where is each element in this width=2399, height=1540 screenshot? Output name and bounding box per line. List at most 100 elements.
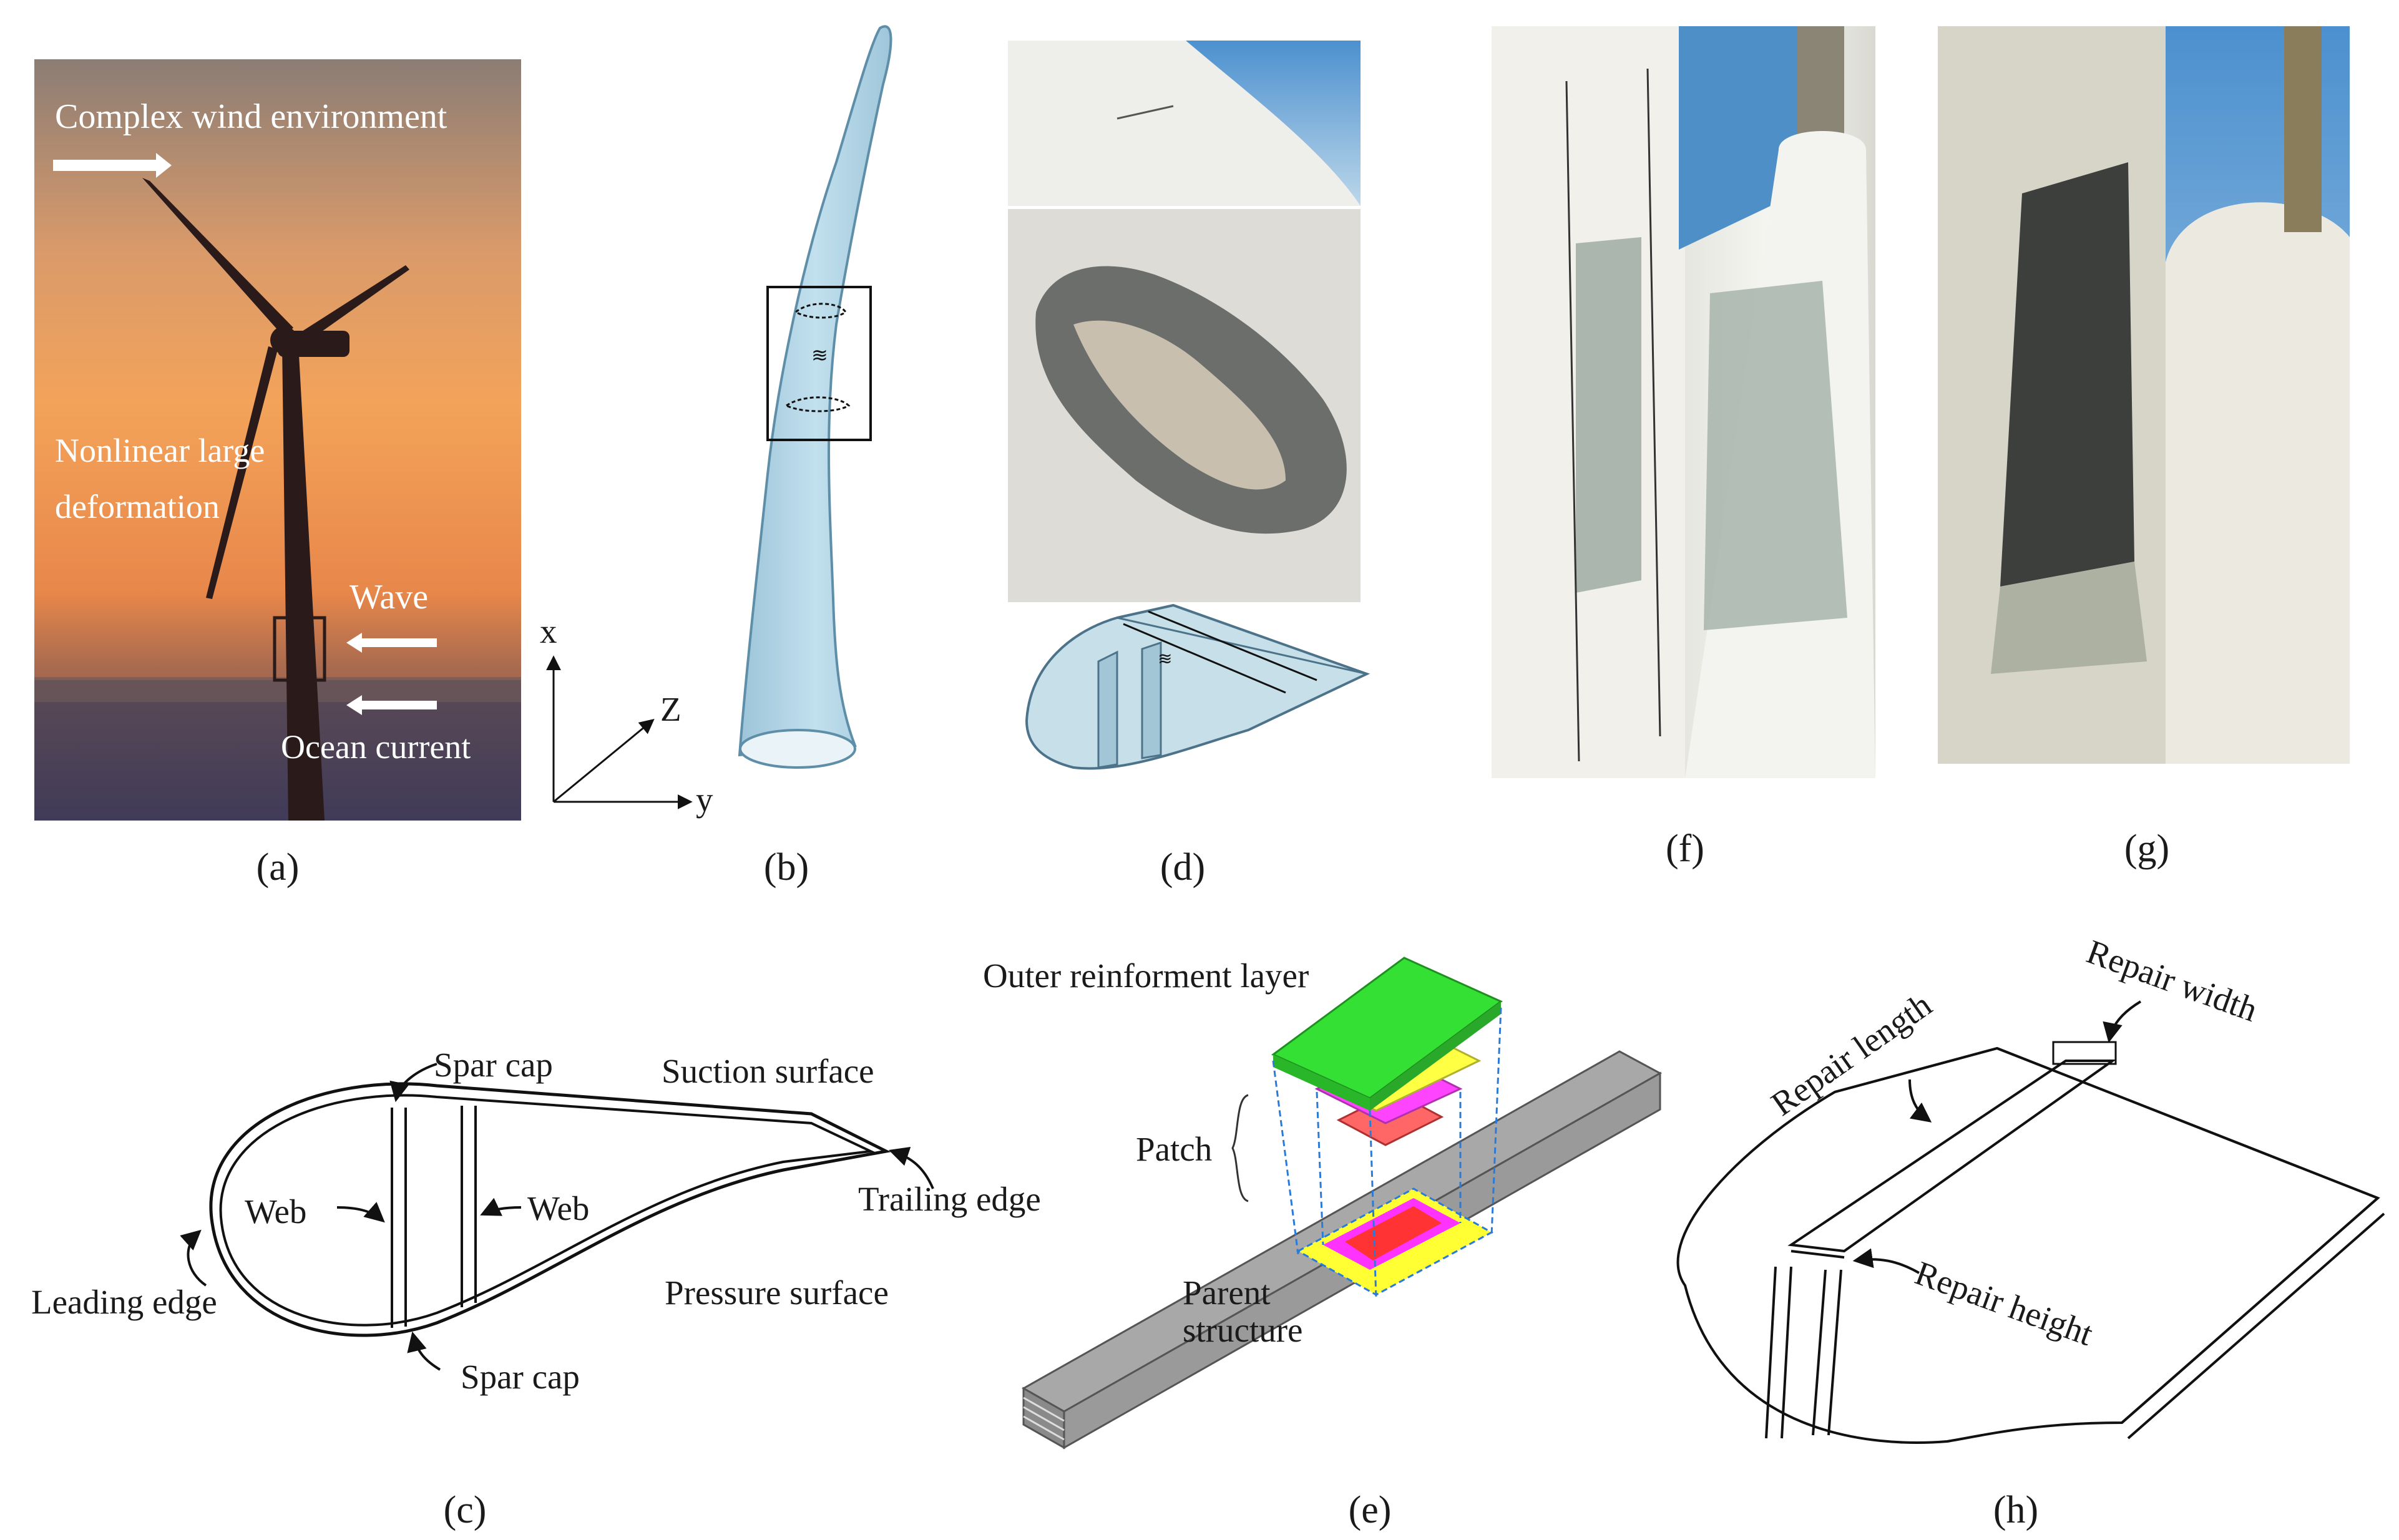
crack-line xyxy=(1116,105,1174,120)
outer-layer-side xyxy=(1273,1055,1370,1111)
label-wind: Complex wind environment xyxy=(55,97,447,136)
cutout-red xyxy=(1345,1206,1442,1260)
repair-region xyxy=(1787,1060,2117,1253)
caption-b: (b) xyxy=(764,846,809,889)
label-web-left: Web xyxy=(245,1192,306,1231)
wave-arrow-head xyxy=(346,633,362,653)
label-nonlinear-1: Nonlinear large xyxy=(55,432,265,469)
panel-d: ≋ (d) xyxy=(1008,41,1371,889)
patch-brace xyxy=(1231,1094,1249,1202)
tower-section xyxy=(1797,26,1844,151)
wind-arrow-head xyxy=(156,153,172,178)
current-arrow-head xyxy=(346,695,362,715)
section-web-2 xyxy=(1141,641,1162,759)
repair-width-box xyxy=(2052,1041,2117,1065)
caption-f: (f) xyxy=(1666,827,1704,870)
blade-trailing xyxy=(2121,1197,2379,1424)
label-nonlinear-2: deformation xyxy=(55,488,220,525)
arrow-trailing-edge xyxy=(888,1146,934,1189)
guide-line-2 xyxy=(1646,68,1661,737)
arrow-web-left xyxy=(336,1202,385,1223)
repair-base xyxy=(1791,1250,1845,1259)
sea xyxy=(34,680,521,821)
panel-a: Complex wind environment Nonlinear large… xyxy=(34,59,521,889)
panel-b: ≋ x Z y (b) xyxy=(540,25,892,889)
tower-g xyxy=(2284,26,2322,232)
axis-x-label: x xyxy=(540,612,557,650)
damage-core xyxy=(1073,320,1286,490)
label-parent-2: structure xyxy=(1183,1311,1302,1349)
zoom-box xyxy=(766,286,872,441)
web-h-1 xyxy=(1765,1266,1777,1439)
web-h-4 xyxy=(1827,1269,1842,1436)
section-upper xyxy=(794,303,848,319)
proj-line-1 xyxy=(1272,1060,1299,1255)
airfoil-outer xyxy=(209,1082,891,1337)
blade-right xyxy=(288,265,409,349)
label-trailing-edge: Trailing edge xyxy=(858,1180,1041,1218)
caption-h: (h) xyxy=(1993,1489,2038,1531)
airfoil-inner xyxy=(219,1094,876,1327)
caption-c: (c) xyxy=(444,1489,487,1531)
panel-h: Repair width Repair length Repair height… xyxy=(1676,932,2385,1531)
blade-upper-left xyxy=(142,178,293,337)
repair-patch-dark xyxy=(2000,162,2134,587)
blade-lower xyxy=(206,346,278,599)
label-repair-length: Repair length xyxy=(1764,985,1938,1123)
ply-line-1 xyxy=(1023,1396,1065,1422)
turbine-tower xyxy=(282,343,325,821)
axis-z-label: Z xyxy=(660,690,682,728)
repair-patch-resin xyxy=(1991,562,2147,674)
label-web-right: Web xyxy=(527,1189,589,1227)
panel-g: (g) xyxy=(1938,26,2350,870)
caption-a: (a) xyxy=(257,846,300,889)
panel-f: (f) xyxy=(1492,26,1875,870)
web-h-2 xyxy=(1781,1266,1792,1439)
blade-far-edge xyxy=(1996,1047,2378,1199)
section-web-1 xyxy=(1097,650,1118,769)
section-lower xyxy=(784,396,851,412)
label-spar-cap-bottom: Spar cap xyxy=(461,1358,580,1396)
label-spar-cap-top: Spar cap xyxy=(434,1046,553,1084)
label-patch: Patch xyxy=(1136,1130,1212,1168)
ply-line-2 xyxy=(1023,1406,1065,1431)
hub xyxy=(270,326,298,354)
arrow-repair-width xyxy=(2103,1000,2142,1043)
guide-line-1 xyxy=(1565,80,1580,762)
repair-line-2 xyxy=(1123,623,1286,694)
patch-right xyxy=(1704,281,1847,630)
blade-model xyxy=(738,25,892,757)
arrow-spar-top xyxy=(389,1063,437,1103)
proj-line-3 xyxy=(1490,1007,1502,1236)
axis-z-line xyxy=(553,718,655,803)
arrow-web-right xyxy=(480,1197,522,1216)
proj-line-2 xyxy=(1369,1110,1377,1299)
panel-c: Spar cap Suction surface Web Web Trailin… xyxy=(31,1046,1041,1531)
blade-tip-surface xyxy=(1008,41,1361,206)
label-parent-1: Parent xyxy=(1183,1274,1271,1312)
turbine-platform xyxy=(273,616,326,682)
arrow-leading-edge xyxy=(180,1229,207,1287)
label-suction-surface: Suction surface xyxy=(662,1052,874,1090)
damage-icon: ≋ xyxy=(811,343,828,367)
arrow-repair-length xyxy=(1908,1079,1932,1123)
panel-e: Outer reinforment layer Patch Parent str… xyxy=(983,957,1663,1531)
blade-top-edge xyxy=(1834,1047,1998,1093)
damage-icon-section: ≋ xyxy=(1158,648,1172,669)
outer-layer-edge xyxy=(1370,1001,1501,1111)
caption-g: (g) xyxy=(2124,827,2169,870)
blade-trailing-lower xyxy=(2127,1212,2385,1440)
proj-line-4 xyxy=(1316,1091,1324,1245)
blade-root xyxy=(739,729,856,769)
label-wave: Wave xyxy=(349,578,428,616)
web-h-3 xyxy=(1812,1269,1827,1436)
label-repair-height: Repair height xyxy=(1910,1254,2098,1353)
patch-left xyxy=(1576,237,1641,593)
blade-g-right xyxy=(2166,202,2350,764)
blade-section-outline xyxy=(1676,1046,2380,1444)
arrow-spar-bottom xyxy=(407,1331,441,1371)
ply-line-3 xyxy=(1023,1415,1065,1441)
caption-d: (d) xyxy=(1160,846,1205,889)
repair-line-1 xyxy=(1148,610,1317,681)
